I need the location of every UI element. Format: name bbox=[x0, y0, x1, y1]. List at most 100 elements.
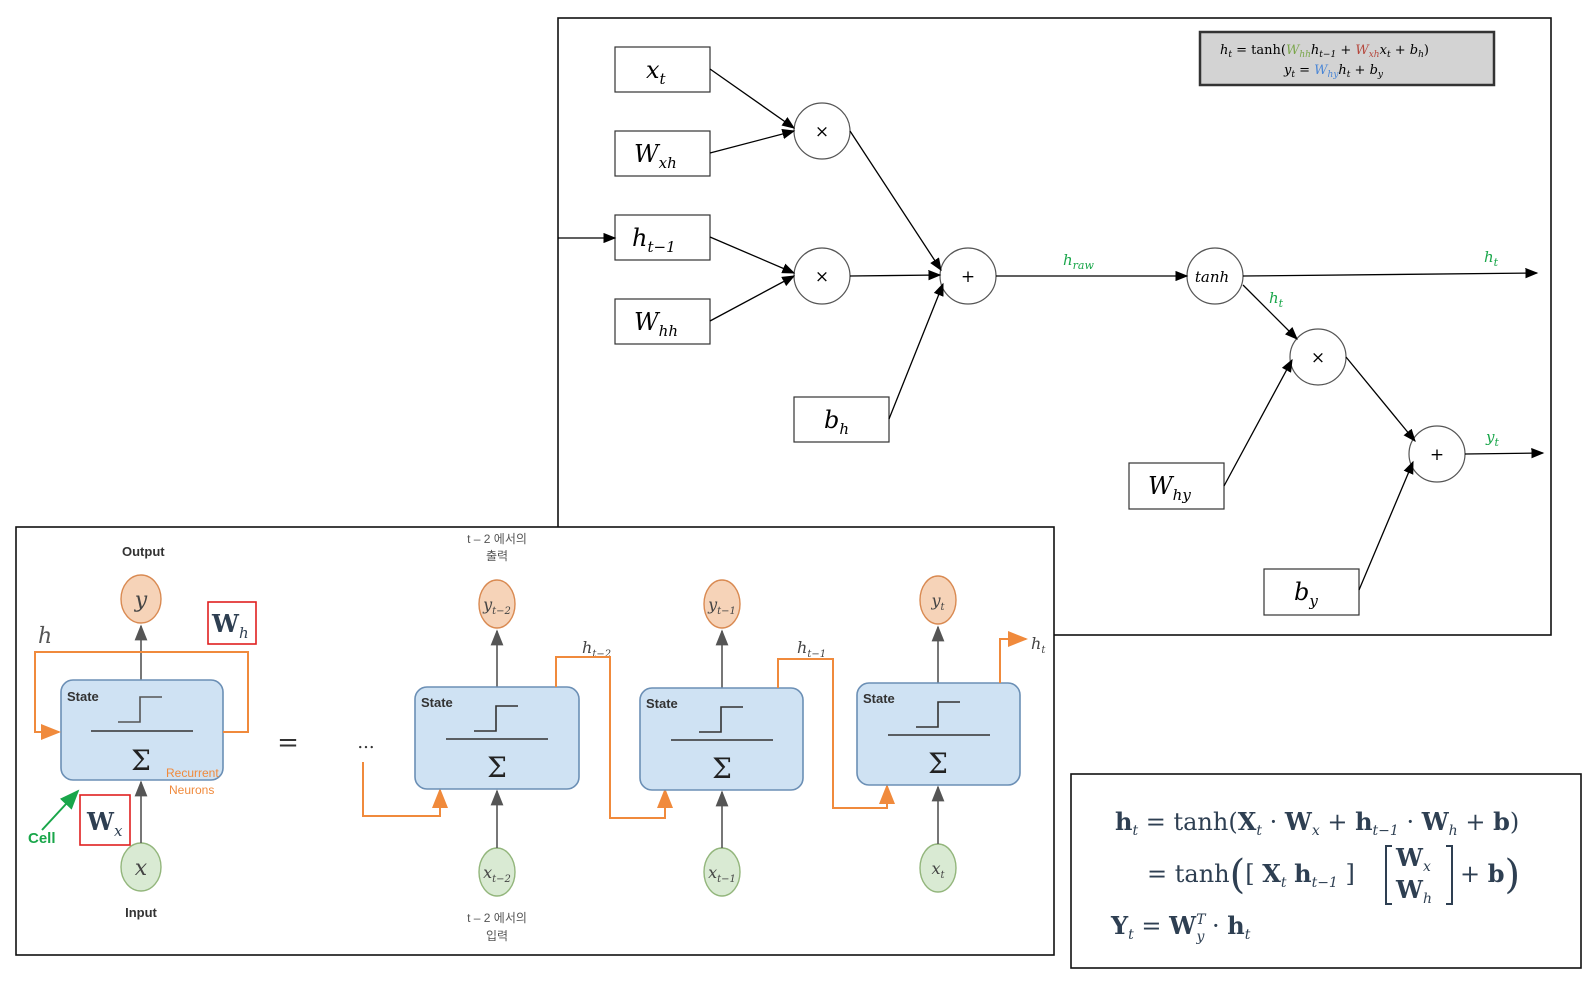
svg-text:Σ: Σ bbox=[928, 747, 948, 780]
recurrent-loop bbox=[34, 651, 249, 740]
input-label: Input bbox=[125, 905, 157, 920]
equals-sign: = bbox=[277, 728, 299, 758]
cell-arrow bbox=[41, 789, 80, 831]
hidden-path-t-1 bbox=[777, 658, 895, 809]
svg-text:Wh: Wh bbox=[211, 609, 249, 642]
w-h-label-box: Wh bbox=[207, 601, 257, 645]
edge-tanh-output bbox=[1242, 267, 1539, 279]
entry-orange-path bbox=[362, 762, 448, 817]
folded-state-box bbox=[60, 679, 224, 781]
x-label: xt bbox=[931, 859, 945, 881]
svg-text:State: State bbox=[863, 691, 895, 706]
edge-tanh-to-mul3 bbox=[1242, 284, 1298, 340]
y-node bbox=[919, 575, 957, 625]
tanh-node: tanh bbox=[1186, 247, 1244, 305]
state-box bbox=[414, 686, 580, 790]
h-label: ht bbox=[1031, 634, 1046, 656]
equation-2: = tanh([ Xt ht−1 ] bbox=[1147, 852, 1355, 898]
state-box bbox=[639, 687, 804, 791]
folded-x-node: x bbox=[120, 842, 162, 892]
edge-mul2-to-add bbox=[849, 269, 942, 281]
w-x-label-box: Wx bbox=[79, 794, 131, 846]
input-b-y: by bbox=[1263, 568, 1360, 616]
edge-wxh-to-mul bbox=[709, 128, 796, 154]
ellipsis: ... bbox=[357, 732, 374, 753]
y-node bbox=[478, 579, 516, 629]
edge-mul1-to-add bbox=[849, 130, 942, 272]
svg-text:×: × bbox=[815, 267, 829, 287]
equation-line-1: ht = tanh(Whhht−1 + Wxhxt + bh) bbox=[1220, 43, 1429, 60]
mul-node-2: × bbox=[793, 247, 851, 305]
add-node-2: + bbox=[1408, 425, 1466, 483]
svg-text:Wx: Wx bbox=[86, 807, 123, 840]
step-function-icon bbox=[118, 696, 162, 723]
mul-node-1: × bbox=[793, 102, 851, 160]
h-label: ht−2 bbox=[582, 638, 611, 660]
input-h-prev: ht−1 bbox=[614, 214, 711, 261]
x-label: xt−2 bbox=[483, 863, 511, 885]
edge-add2-output bbox=[1464, 447, 1545, 459]
output-label: Output bbox=[122, 544, 165, 559]
input-caption-1: t – 2 에서의 bbox=[467, 911, 527, 925]
label-h-t-branch: ht bbox=[1269, 289, 1284, 310]
svg-text:Wx: Wx bbox=[1395, 843, 1431, 875]
svg-text:Wxh: Wxh bbox=[634, 140, 677, 172]
equations-panel: ht = tanh(Xt · Wx + ht−1 · Wh + b) = tan… bbox=[1070, 773, 1582, 969]
unrolled-rnn-panel: Output y State Σ h Wh Recurrent Neurons … bbox=[15, 526, 1055, 956]
y-label: yt bbox=[930, 591, 945, 613]
output-caption-1: t – 2 에서의 bbox=[467, 532, 527, 546]
folded-y-node: y bbox=[120, 574, 162, 624]
svg-text:xt: xt bbox=[646, 56, 667, 88]
svg-text:+: + bbox=[961, 267, 975, 287]
step-t-2: yt−2 State Σ xt−2 ht−2 bbox=[414, 579, 611, 897]
equations-frame bbox=[1070, 773, 1582, 969]
x-label: xt−1 bbox=[708, 863, 736, 885]
mul-node-3: × bbox=[1289, 328, 1347, 386]
edge-x-to-mul bbox=[709, 68, 796, 129]
svg-text:×: × bbox=[1311, 348, 1325, 368]
add-node-1: + bbox=[939, 247, 997, 305]
svg-text:Whh: Whh bbox=[634, 308, 678, 340]
equation-line-2: yt = Whyht + by bbox=[1283, 63, 1384, 80]
label-h-t-output: ht bbox=[1484, 248, 1499, 269]
svg-text:Why: Why bbox=[1148, 472, 1191, 504]
input-w-xh: Wxh bbox=[614, 130, 711, 177]
svg-text:×: × bbox=[815, 122, 829, 142]
y-node bbox=[703, 579, 741, 629]
edge-whh-to-mul bbox=[709, 275, 796, 322]
edge-mul3-to-add2 bbox=[1345, 356, 1416, 443]
svg-text:Σ: Σ bbox=[487, 751, 507, 784]
state-box bbox=[856, 682, 1021, 786]
edge-why-to-mul3 bbox=[1223, 358, 1293, 487]
label-y-t-output: yt bbox=[1485, 428, 1499, 449]
input-w-hh: Whh bbox=[614, 298, 711, 345]
edge-h-to-mul bbox=[709, 236, 796, 274]
y-label: yt−2 bbox=[482, 595, 511, 617]
recurrent-label-1: Recurrent bbox=[166, 766, 219, 780]
input-caption-2: 입력 bbox=[486, 929, 508, 943]
folded-state-label: State bbox=[67, 689, 99, 704]
hidden-path-t bbox=[999, 631, 1028, 683]
svg-text:y: y bbox=[134, 588, 148, 613]
svg-text:State: State bbox=[421, 695, 453, 710]
svg-text:+: + bbox=[1430, 445, 1444, 465]
svg-text:Σ: Σ bbox=[712, 752, 732, 785]
svg-text:+ b): + b) bbox=[1460, 852, 1520, 898]
equation-box: ht = tanh(Whhht−1 + Wxhxt + bh) yt = Why… bbox=[1198, 30, 1496, 87]
svg-text:by: by bbox=[1294, 578, 1318, 610]
recurrent-label-2: Neurons bbox=[169, 783, 214, 797]
equation-1: ht = tanh(Xt · Wx + ht−1 · Wh + b) bbox=[1115, 807, 1519, 839]
label-h-raw: hraw bbox=[1063, 251, 1094, 272]
svg-text:ht−1: ht−1 bbox=[632, 224, 676, 256]
svg-text:State: State bbox=[646, 696, 678, 711]
svg-text:bh: bh bbox=[824, 406, 849, 438]
input-b-h: bh bbox=[793, 396, 890, 443]
cell-label: Cell bbox=[28, 830, 56, 847]
hidden-path-t-2 bbox=[555, 656, 673, 819]
svg-text:x: x bbox=[135, 856, 148, 881]
edge-by-to-add2 bbox=[1358, 460, 1414, 591]
y-label: yt−1 bbox=[707, 595, 736, 617]
svg-text:tanh: tanh bbox=[1195, 268, 1229, 286]
